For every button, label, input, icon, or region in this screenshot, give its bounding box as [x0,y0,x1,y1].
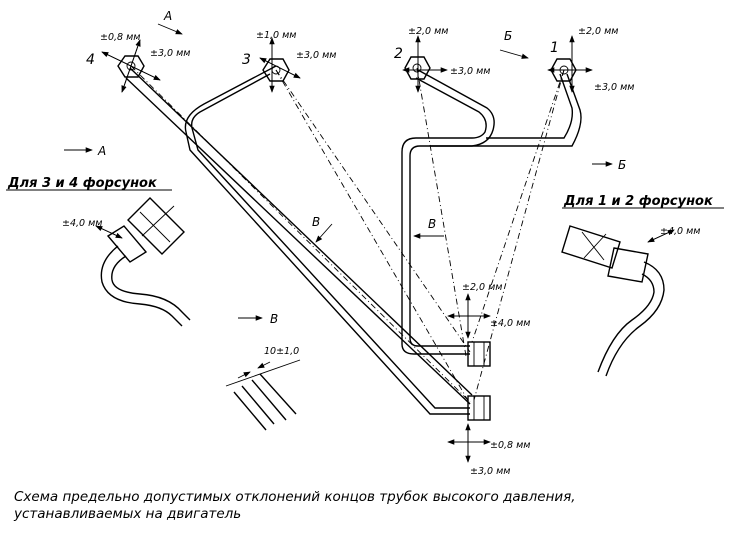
nut-2 [404,56,431,80]
tolerance-cross-pump-upper [447,293,491,339]
tolerance-cross-3 [259,37,301,93]
caption-line-2: устанавливаемых на двигатель [14,506,242,522]
tol-n3-side: ±3,0 мм [296,50,336,61]
tol-pump-lower-side: ±0,8 мм [490,440,530,451]
nozzle-4-number: 4 [86,52,95,68]
view-a-label-top: А [163,9,172,23]
tol-n1-top: ±2,0 мм [578,26,618,37]
view-arrow-a-top [157,23,183,35]
construction-lines [130,65,565,405]
tol-n2-side: ±3,0 мм [450,66,490,77]
tol-n1-side: ±3,0 мм [594,82,634,93]
gap-detail [225,359,301,431]
detail-left [6,189,191,327]
view-v-label-left: В [270,312,278,326]
tol-pump-lower-bottom: ±3,0 мм [470,466,510,477]
tube-2 [401,69,495,355]
tol-n2-top: ±2,0 мм [408,26,448,37]
pump-nut-lower [467,395,491,421]
tol-n3-top: ±1,0 мм [256,30,296,41]
view-b-label-right: Б [618,158,626,172]
tube-1 [430,73,582,147]
figure-caption: Схема предельно допустимых отклонений ко… [14,489,714,523]
tolerance-cross-4 [101,39,161,93]
gap-dimension: 10±1,0 [264,346,299,357]
heading-right: Для 1 и 2 форсунок [563,194,714,209]
nut-4 [117,55,145,78]
heading-left: Для 3 и 4 форсунок [7,176,158,191]
nozzle-1-number: 1 [550,40,559,56]
detail-right [561,207,724,377]
nozzle-3-number: 3 [242,52,251,68]
tolerance-cross-1 [547,35,593,93]
tol-pump-upper-side: ±4,0 мм [490,318,530,329]
view-b-label-top: Б [504,29,512,43]
tolerance-cross-pump-lower [447,423,491,463]
view-arrow-v-diag [315,223,333,243]
tol-left-detail: ±4,0 мм [62,218,102,229]
nozzle-2-number: 2 [394,46,403,62]
caption-line-1: Схема предельно допустимых отклонений ко… [14,489,576,505]
tube-3 [184,65,470,415]
tol-n4-side: ±3,0 мм [150,48,190,59]
view-v-label-mid: В [428,217,436,231]
tol-n4-top: ±0,8 мм [100,32,140,43]
view-arrow-b-top [499,49,529,59]
tol-pump-upper-top: ±2,0 мм [462,282,502,293]
view-a-label-left: А [97,144,106,158]
pump-nut-upper [467,341,491,367]
tolerance-cross-2 [402,35,448,93]
tube-4 [125,67,473,405]
view-v-label-diag: В [312,215,320,229]
tol-right-detail: ±4,0 мм [660,226,700,237]
